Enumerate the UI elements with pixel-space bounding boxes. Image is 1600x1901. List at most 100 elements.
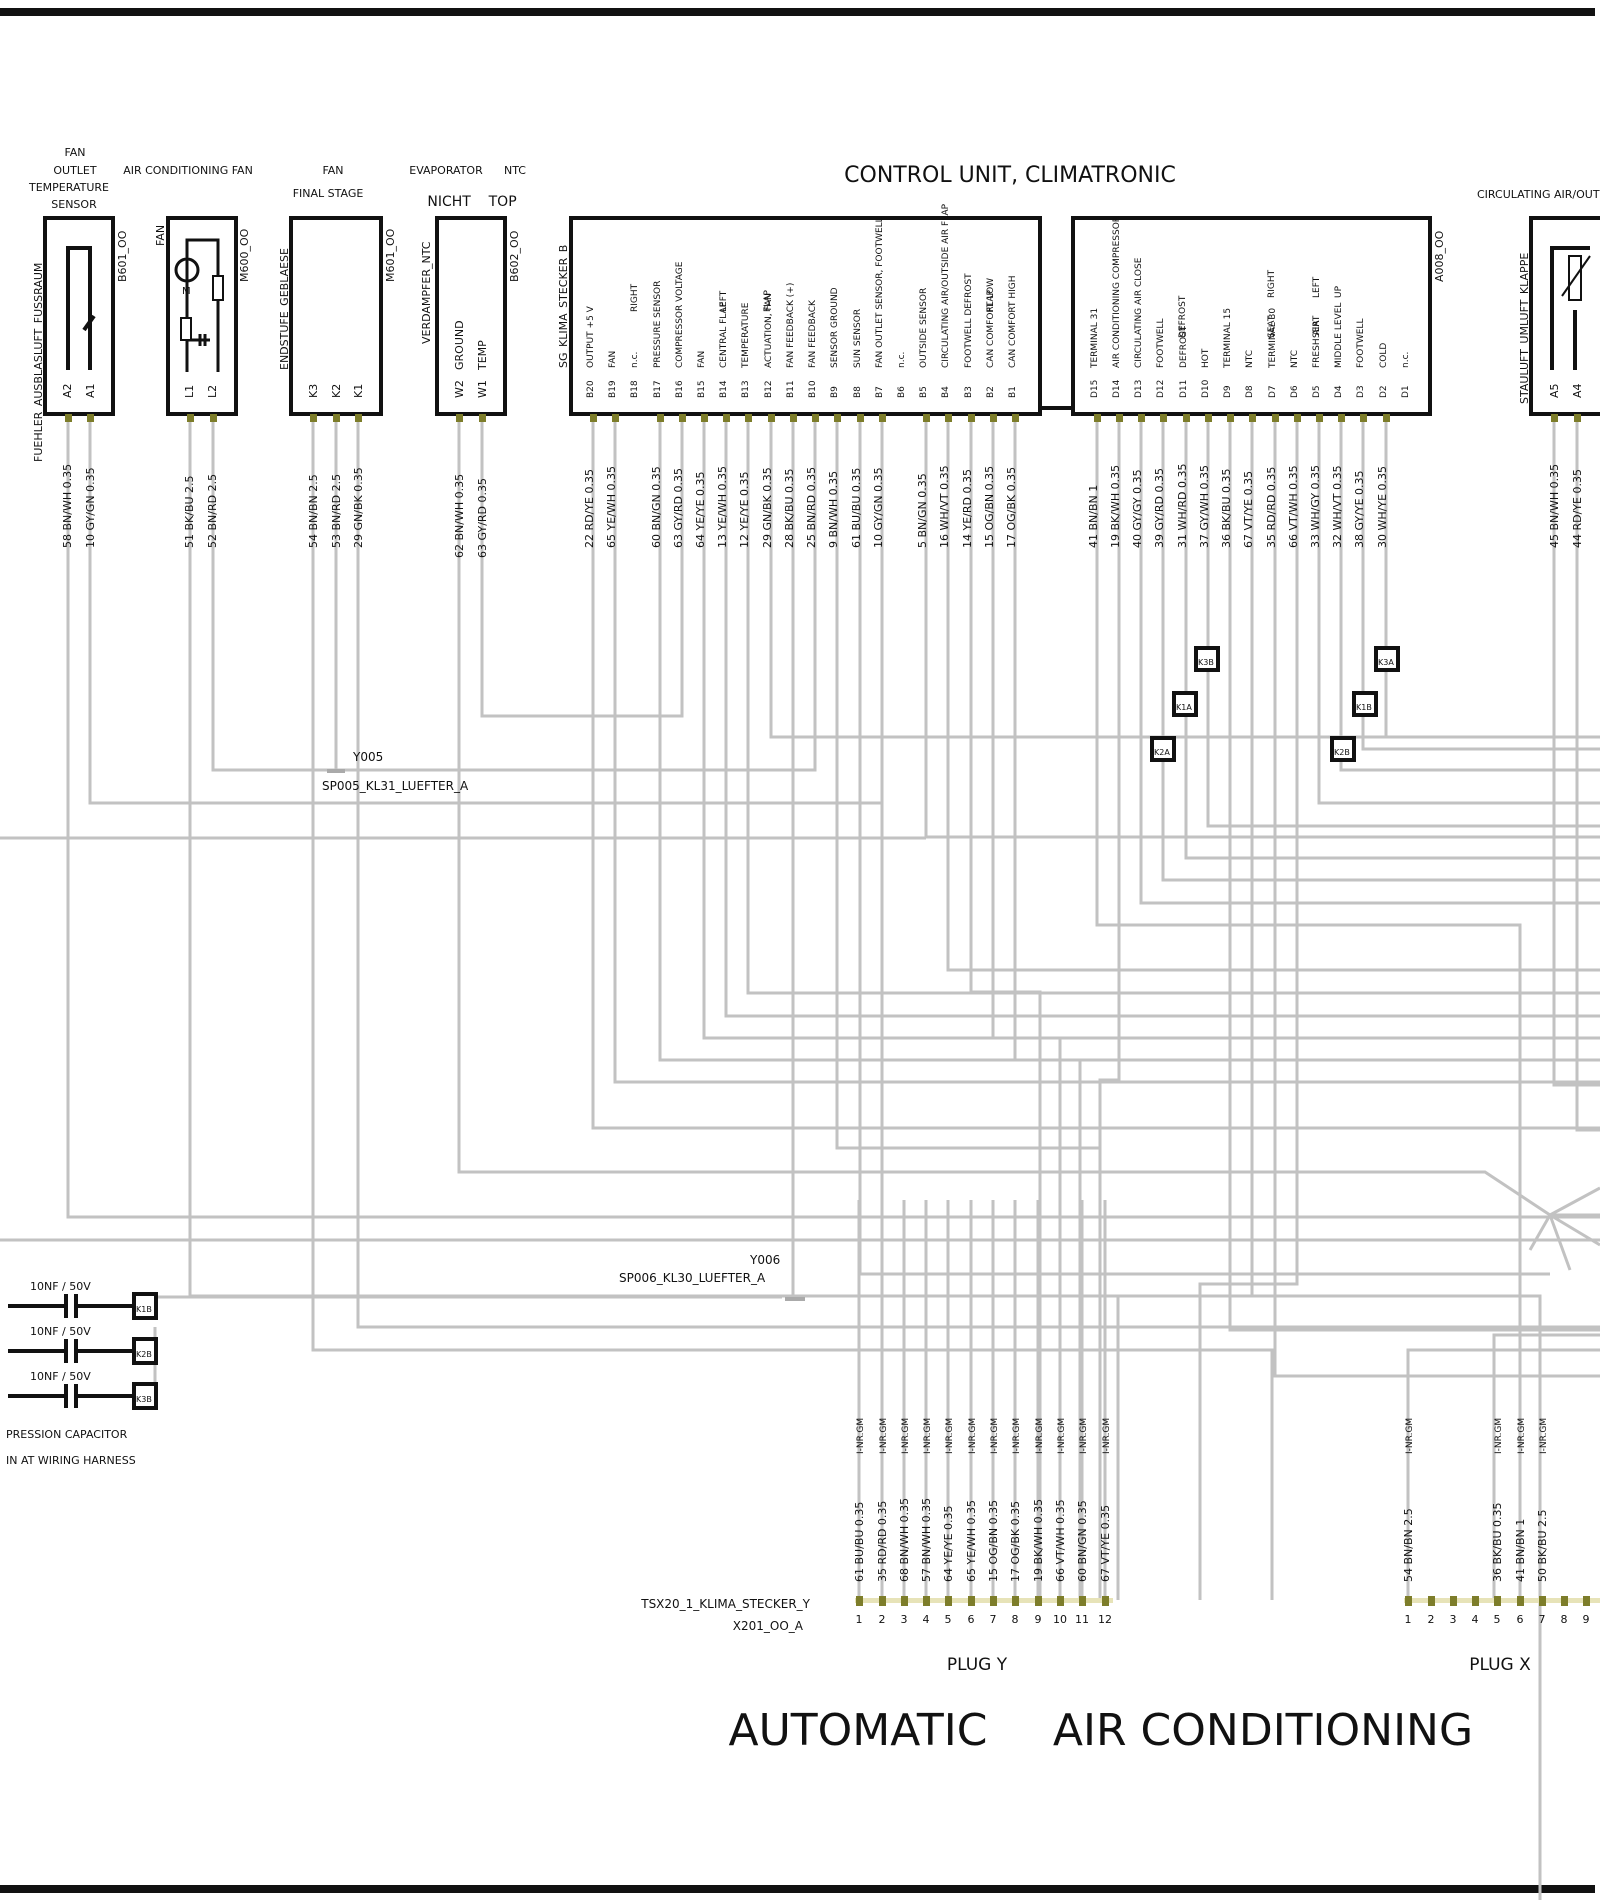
connector-b-function-b17: PRESSURE SENSOR bbox=[653, 281, 663, 368]
plug-y-part-4: I-NR.GM bbox=[923, 1418, 933, 1454]
connector-d-pin-d6: D6 bbox=[1290, 385, 1300, 398]
sensor-name: FUEHLER_AUSBLASLUFT_FUSSRAUM bbox=[32, 263, 45, 462]
stage-head-2: FINAL STAGE bbox=[293, 187, 364, 200]
k-marker-k2b: K2B bbox=[1330, 736, 1356, 762]
plug-y-part-12: I-NR.GM bbox=[1102, 1418, 1112, 1454]
connector-d-function3-d8: RIGHT bbox=[1267, 269, 1277, 298]
pin-stub bbox=[210, 414, 217, 422]
connector-b-wire-b4: 16 WH/VT 0.35 bbox=[938, 465, 951, 548]
connector-d-function-d8: NTC bbox=[1245, 350, 1255, 368]
k-marker-k2b-box bbox=[1330, 736, 1356, 762]
plug-x-pin-stub bbox=[1494, 1596, 1501, 1606]
evap-wire-2: 63 GY/RD 0.35 bbox=[476, 478, 489, 558]
connector-d-wire-d14: 19 BK/WH 0.35 bbox=[1109, 465, 1122, 548]
connector-b-pin-b3: B3 bbox=[964, 386, 974, 398]
wire bbox=[1552, 420, 1600, 1087]
fan-resistor-2 bbox=[212, 275, 224, 301]
connector-b-function-b15: FAN bbox=[697, 351, 707, 368]
motor-letter: M bbox=[182, 286, 191, 297]
pin-stub bbox=[1249, 414, 1256, 422]
connector-b-pin-b6: B6 bbox=[897, 386, 907, 398]
evap-fn-ground: GROUND bbox=[453, 320, 466, 370]
connector-b-function-b3: FOOTWELL DEFROST bbox=[964, 273, 974, 368]
pin-stub bbox=[1360, 414, 1367, 422]
sensor-wire-1: 58 BN/WH 0.35 bbox=[61, 464, 74, 548]
plug-y-wire-5: 64 YE/YE 0.35 bbox=[942, 1505, 955, 1582]
fan-box bbox=[166, 216, 238, 416]
wire bbox=[1361, 420, 1600, 751]
plug-y-pin-9: 9 bbox=[1035, 1613, 1042, 1626]
plug-x-wire-1: 54 BN/BN 2.5 bbox=[1402, 1508, 1415, 1582]
pin-stub bbox=[990, 414, 997, 422]
k-marker-k1a-text: K1A bbox=[1176, 703, 1192, 712]
connector-b-pin-b7: B7 bbox=[875, 386, 885, 398]
splice-y006-mark bbox=[785, 1297, 805, 1301]
connector-d-wire-d4: 32 WH/VT 0.35 bbox=[1331, 465, 1344, 548]
connector-d-pin-d15: D15 bbox=[1090, 380, 1100, 398]
pin-stub bbox=[1205, 414, 1212, 422]
plug-y-part-5: I-NR.GM bbox=[945, 1418, 955, 1454]
splice-y005-mark bbox=[327, 769, 345, 773]
plug-y-pin-11: 11 bbox=[1075, 1613, 1089, 1626]
title-right: AIR CONDITIONING bbox=[1053, 1705, 1473, 1756]
wire bbox=[211, 420, 817, 772]
connector-b-function2-b3: FLAP bbox=[986, 289, 996, 312]
pin-stub bbox=[612, 414, 619, 422]
connector-b-function-b19: FAN bbox=[608, 351, 618, 368]
wire bbox=[1095, 420, 1522, 1600]
fan-resistor-1 bbox=[180, 317, 192, 341]
pin-stub bbox=[1338, 414, 1345, 422]
plug-y-pin-stub bbox=[990, 1596, 997, 1606]
connector-d-function2-d6: SEAT bbox=[1312, 315, 1322, 338]
evaporator-ntc: EVAPORATOR NTC NICHT TOP VERDAMPFER_NTC … bbox=[409, 164, 526, 558]
plug-x-label: PLUG X bbox=[1469, 1655, 1531, 1675]
connector-d-function-d2: COLD bbox=[1379, 343, 1389, 368]
connector-d-pin-d12: D12 bbox=[1156, 380, 1166, 398]
plug-y-part-8: I-NR.GM bbox=[1012, 1418, 1022, 1454]
connector-d-function-d12: FOOTWELL bbox=[1156, 319, 1166, 368]
fan-outlet-temperature-sensor: FAN OUTLET TEMPERATURE SENSOR FUEHLER_AU… bbox=[28, 146, 129, 548]
top-border bbox=[0, 8, 1595, 16]
connector-b-pin-b10: B10 bbox=[808, 380, 818, 398]
flap-wire-2: 44 RD/YE 0.35 bbox=[1571, 469, 1584, 548]
plug-x-pin-stub bbox=[1583, 1596, 1590, 1606]
pin-stub bbox=[1138, 414, 1145, 422]
capacitor-tag-box-2 bbox=[132, 1337, 158, 1365]
plug-x-bar bbox=[1404, 1598, 1600, 1603]
connector-b-function-b20: OUTPUT +5 V bbox=[586, 305, 596, 368]
connector-d-function-d9: TERMINAL 15 bbox=[1223, 308, 1233, 369]
pin-stub bbox=[1316, 414, 1323, 422]
connector-b-pin-b1: B1 bbox=[1008, 386, 1018, 398]
connector-b-wire-b20: 22 RD/YE 0.35 bbox=[583, 469, 596, 548]
plug-x-pin-stub bbox=[1561, 1596, 1568, 1606]
connector-d-wire-d3: 38 GY/YE 0.35 bbox=[1353, 470, 1366, 548]
wire bbox=[658, 420, 1600, 1062]
connector-b-function2-b15: LEFT bbox=[719, 290, 729, 312]
wire bbox=[1161, 420, 1600, 882]
connector-b-pin-b14: B14 bbox=[719, 380, 729, 398]
evap-code: B602_OO bbox=[508, 230, 521, 282]
plug-y-code: X201_OO_A bbox=[733, 1619, 804, 1633]
connector-b-pin-b5: B5 bbox=[919, 386, 929, 398]
capacitor-note-2: IN AT WIRING HARNESS bbox=[6, 1454, 136, 1467]
pin-stub bbox=[1094, 414, 1101, 422]
connector-b-pin-b12: B12 bbox=[764, 380, 774, 398]
capacitor-symbol-2 bbox=[8, 1339, 134, 1363]
plug-y-pin-2: 2 bbox=[879, 1613, 886, 1626]
plug-y-wire-2: 35 RD/RD 0.35 bbox=[876, 1501, 889, 1582]
plug-y-part-9: I-NR.GM bbox=[1035, 1418, 1045, 1454]
wire bbox=[153, 1295, 782, 1396]
connector-b-function2-b19: RIGHT bbox=[630, 283, 640, 312]
air-conditioning-fan: AIR CONDITIONING FAN M FAN M600_OO L1 L2… bbox=[123, 164, 253, 548]
connector-b-wire-b8: 61 BU/BU 0.35 bbox=[850, 468, 863, 548]
evap-name: VERDAMPFER_NTC bbox=[420, 241, 433, 344]
connector-b-wire-b12: 29 GN/BK 0.35 bbox=[761, 467, 774, 548]
pin-stub bbox=[945, 414, 952, 422]
stage-code: M601_OO bbox=[384, 228, 397, 282]
splice-y005: Y005 SP005_KL31_LUEFTER_A bbox=[322, 750, 469, 793]
connector-d-wire-d5: 33 WH/GY 0.35 bbox=[1309, 465, 1322, 548]
connector-d-wire-d8: 67 VT/YE 0.35 bbox=[1242, 471, 1255, 548]
flap-pin-a5: A5 bbox=[1548, 383, 1561, 398]
